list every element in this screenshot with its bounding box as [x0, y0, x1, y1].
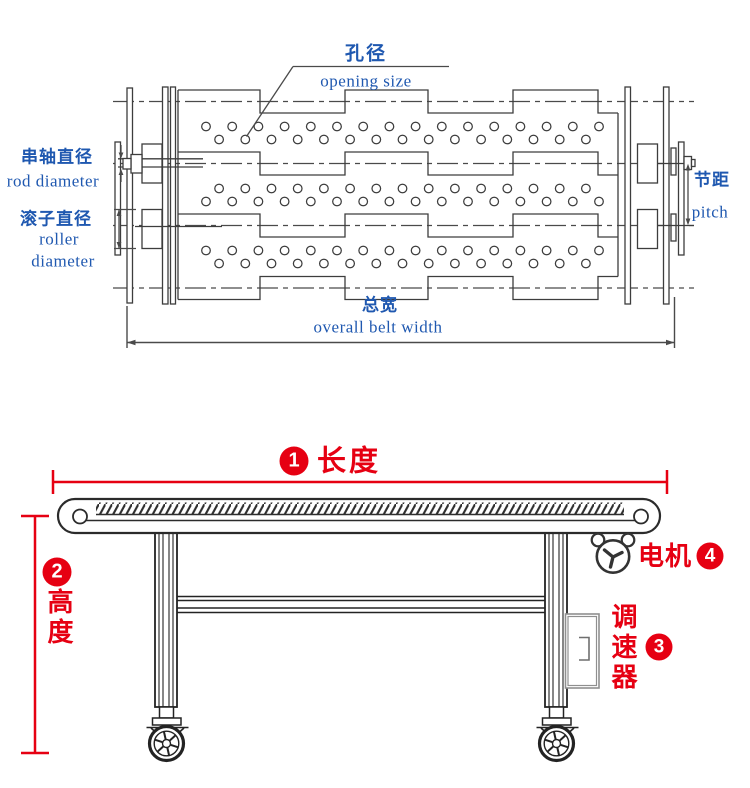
- speed-controller-number-badge: 3: [645, 633, 673, 661]
- pitch-dimension: [685, 163, 691, 226]
- roller-diameter-label-en1: roller: [39, 229, 79, 249]
- belt-body: [56, 497, 662, 535]
- opening-size-label-zh: 孔径: [344, 43, 388, 65]
- motor-number-badge: 4: [696, 542, 724, 570]
- speed-controller-label: 调速器: [608, 603, 638, 693]
- roller-diameter-dimension: [114, 208, 136, 250]
- caster-spokes: [154, 731, 569, 756]
- length-label: 长度: [316, 445, 382, 478]
- overall-width-dimension: [126, 297, 676, 348]
- opening-size-leader: [245, 65, 449, 137]
- motor-label: 电机: [637, 541, 693, 571]
- opening-size-label-en: opening size: [320, 71, 412, 91]
- pitch-label-en: pitch: [691, 202, 729, 222]
- conveyor-side-view: [21, 470, 669, 763]
- belt-plan-view: [113, 65, 696, 348]
- length-number-badge: 1: [279, 446, 309, 476]
- overall-width-label-en: overall belt width: [313, 317, 443, 337]
- height-label: 高度: [44, 588, 74, 648]
- overall-width-label-zh: 总宽: [362, 295, 398, 315]
- rod-diameter-dimension: [118, 145, 124, 182]
- right-pulley-axle: [633, 508, 649, 525]
- rod-diameter-label-zh: 串轴直径: [21, 147, 93, 167]
- height-number-badge: 2: [42, 557, 72, 587]
- length-dimension: [51, 470, 669, 494]
- left-pulley-axle: [72, 508, 88, 525]
- roller-diameter-label-zh: 滚子直径: [20, 209, 92, 229]
- legs: [154, 532, 568, 708]
- left-chain-assembly: [114, 86, 222, 305]
- belt-holes: [201, 121, 604, 269]
- pitch-label-zh: 节距: [694, 170, 730, 190]
- right-chain-assembly: [624, 86, 696, 305]
- motor-icon: [590, 532, 636, 574]
- axle-centerlines: [113, 100, 694, 289]
- height-dimension: [21, 514, 49, 755]
- belt-module-edges: [177, 89, 619, 301]
- roller-diameter-label-en2: diameter: [31, 251, 95, 271]
- speed-controller-box: [564, 613, 600, 689]
- rod-diameter-label-en: rod diameter: [6, 171, 100, 191]
